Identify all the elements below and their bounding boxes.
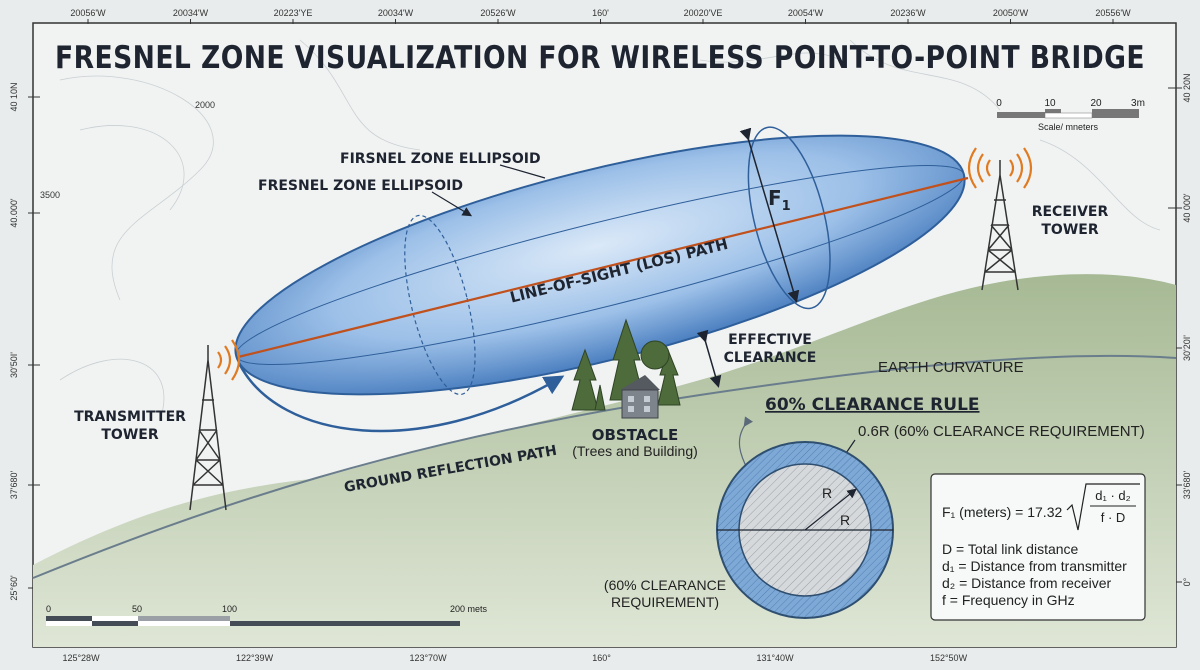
contour-lines [59, 39, 1161, 421]
coord-label: 40.000' [9, 198, 19, 228]
radius-label: R [822, 485, 832, 501]
transmitter-label: TRANSMITTER [74, 409, 186, 425]
formula-box: F₁ (meters) = 17.32 d₁ · d₂ f · D D = To… [930, 473, 1146, 621]
formula-denominator: f · D [1101, 510, 1126, 525]
requirement-label: (60% CLEARANCE [604, 577, 726, 593]
coord-label: 125°28W [62, 653, 100, 663]
coord-label: 20236'W [890, 8, 926, 18]
obstacle-sublabel: (Trees and Building) [572, 443, 698, 459]
los-path-line [237, 176, 969, 359]
clearance-label-2: CLEARANCE [724, 350, 817, 366]
formula-def: d₂ = Distance from receiver [942, 575, 1112, 591]
radius-label-outer: R [840, 512, 850, 528]
coord-label: 30'20I' [1182, 335, 1192, 361]
scale-tick: 3m [1131, 98, 1145, 109]
coord-label: 40 20N [1182, 73, 1192, 102]
coord-label: 123°70W [409, 653, 447, 663]
coord-label: 20054'W [788, 8, 824, 18]
contour-label: 3500 [40, 190, 60, 200]
scale-tick: 10 [1044, 98, 1056, 109]
requirement-label-2: REQUIREMENT) [611, 594, 719, 610]
coord-label: 25°60' [9, 575, 19, 601]
coord-label: 122°39W [236, 653, 274, 663]
ellipsoid-label-2: FRESNEL ZONE ELLIPSOID [258, 178, 463, 194]
scale-caption: Scale/ mneters [1038, 122, 1099, 132]
formula-def: f = Frequency in GHz [942, 592, 1075, 608]
top-coordinates: 20056'W 20034'W 20223'YE 20034'W 20526'W 160'… [70, 8, 1131, 24]
contour-label: 2000 [195, 100, 215, 110]
coord-label: 20020'VE [684, 8, 723, 18]
obstacle-label: OBSTACLE [592, 426, 678, 444]
coord-label: 20223'YE [274, 8, 313, 18]
coord-label: 160' [592, 8, 609, 18]
ellipsoid-label-1: FIRSNEL ZONE ELLIPSOID [340, 151, 541, 167]
f1-label: F1 [768, 186, 791, 214]
scale-tick: 20 [1090, 98, 1102, 109]
earth-curvature-label: EARTH CURVATURE [878, 359, 1024, 376]
trees-icon [571, 318, 681, 411]
coord-label: 33'680' [1182, 470, 1192, 499]
scale-tick: 100 [222, 604, 237, 614]
clearance-arrow [696, 329, 722, 388]
scale-bar-bottom: 0 50 100 200 mets [46, 604, 488, 626]
coord-label: 0° [1182, 577, 1192, 586]
receiver-label-2: TOWER [1041, 222, 1098, 238]
transmitter-label-2: TOWER [101, 427, 158, 443]
clearance-circle-diagram [716, 441, 894, 619]
coord-label: 30'50I' [9, 352, 19, 378]
rule-06r-label: 0.6R (60% CLEARANCE REQUIREMENT) [858, 423, 1145, 440]
ground-reflection-arrow [238, 364, 565, 433]
receiver-label: RECEIVER [1032, 204, 1109, 220]
scale-tick: 50 [132, 604, 142, 614]
scale-bar-meters: 0 10 20 3m Scale/ mneters [996, 98, 1145, 132]
scale-tick: 0 [996, 98, 1002, 109]
coord-label: 131°40W [756, 653, 794, 663]
clearance-label: EFFECTIVE [728, 332, 812, 348]
coord-label: 40 10N [9, 82, 19, 111]
page-title: FRESNEL ZONE VISUALIZATION FOR WIRELESS … [55, 40, 1145, 76]
label-leader [499, 164, 546, 179]
coord-label: 37'680' [9, 470, 19, 499]
transmitter-tower-icon [189, 339, 241, 511]
coord-label: 160° [592, 653, 611, 663]
coord-label: 20526'W [480, 8, 516, 18]
formula-lhs: F₁ (meters) = 17.32 [942, 504, 1062, 520]
clearance-rule-title: 60% CLEARANCE RULE [765, 395, 980, 415]
coord-label: 20056'W [70, 8, 106, 18]
coord-label: 20034'W [378, 8, 414, 18]
building-icon [620, 375, 660, 419]
scale-tick: 0 [46, 604, 51, 614]
formula-def: d₁ = Distance from transmitter [942, 558, 1127, 574]
coord-label: 20050'W [993, 8, 1029, 18]
label-arrow [431, 191, 473, 217]
scale-tick: 200 mets [450, 604, 488, 614]
coord-label: 20034'W [173, 8, 209, 18]
coord-label: 20556'W [1095, 8, 1131, 18]
formula-def: D = Total link distance [942, 541, 1079, 557]
coord-label: 40 000' [1182, 193, 1192, 223]
receiver-tower-icon [967, 147, 1033, 291]
coord-label: 152°50W [930, 653, 968, 663]
f1-radius-arrow [739, 127, 800, 303]
formula-numerator: d₁ · d₂ [1095, 488, 1130, 503]
